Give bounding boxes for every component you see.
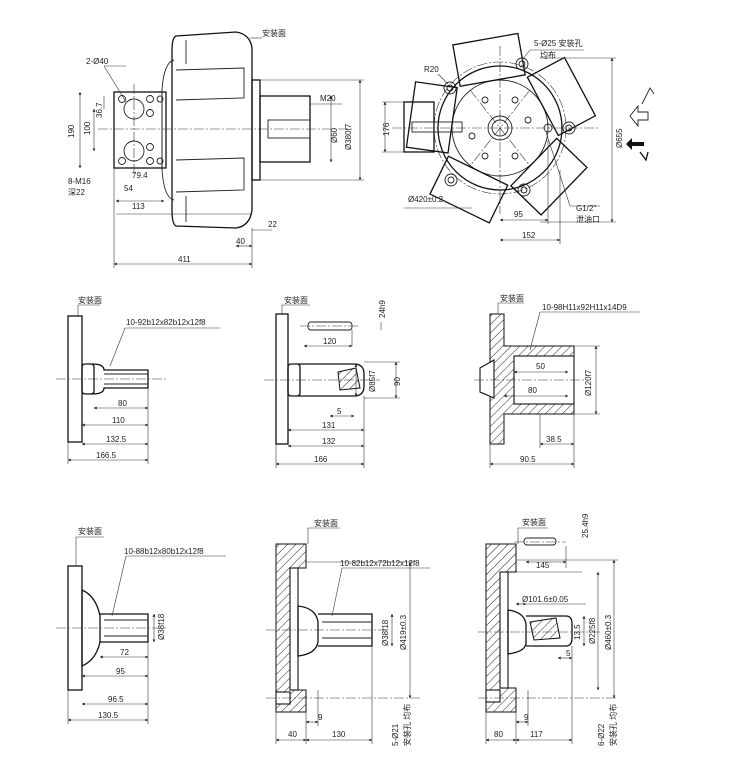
g12-label: G1/2" — [576, 204, 596, 213]
mount-face-label: 安装面 — [314, 518, 338, 528]
holes-label: 安装孔 均布 — [402, 704, 412, 746]
dim-90: 90 — [393, 377, 402, 386]
depth-label: 深22 — [68, 188, 85, 197]
dim-d420: Ø420±0.2 — [408, 195, 444, 204]
dim-54: 54 — [124, 184, 133, 193]
dim-5: 5 — [337, 407, 342, 416]
mount-face-label: 安装面 — [522, 517, 546, 527]
dim-38-5: 38.5 — [546, 435, 562, 444]
dim-d101-6: Ø101.6±0.05 — [522, 595, 569, 604]
dim-24h9: 24h9 — [378, 300, 387, 318]
dim-d120: Ø120f7 — [584, 369, 593, 396]
mount-face-label: 安装面 — [78, 526, 102, 536]
dim-d655: Ø655 — [615, 128, 624, 148]
dim-m20: M20 — [320, 94, 336, 103]
mount-face-label: 安装面 — [262, 28, 286, 38]
dim-5: 5 — [566, 649, 571, 658]
drain-label: 泄油口 — [576, 214, 600, 224]
dim-90-5: 90.5 — [520, 455, 536, 464]
dim-40: 40 — [288, 730, 297, 739]
side-view: 安装面 2-Ø40 8-M16 深22 190 100 36.7 79.4 54… — [67, 28, 364, 268]
mount-face-label: 安装面 — [78, 295, 102, 305]
dim-190: 190 — [67, 124, 76, 138]
shaft-view-2: 安装面 24h9 120 Ø85f7 90 5 131 132 166 — [264, 295, 402, 468]
dim-132: 132 — [322, 437, 336, 446]
r20-label: R20 — [424, 65, 439, 74]
spline-label: 10-98H11x92H11x14D9 — [542, 303, 627, 312]
dim-50: 50 — [536, 362, 545, 371]
dim-95: 95 — [514, 210, 523, 219]
holes-label: 安装孔 均布 — [608, 704, 618, 746]
dim-100: 100 — [83, 121, 92, 135]
dim-9: 9 — [318, 713, 323, 722]
dim-80: 80 — [528, 386, 537, 395]
dim-5-d21: 5-Ø21 — [391, 723, 400, 746]
dim-152: 152 — [522, 231, 536, 240]
flange-section-view: 安装面 10-82b12x72b12x12f8 Ø38f18 Ø419±0.3 … — [266, 518, 430, 746]
dim-9: 9 — [524, 713, 529, 722]
dim-411: 411 — [178, 255, 191, 264]
dim-d60: Ø60 — [330, 127, 339, 143]
thread-8m16-label: 8-M16 — [68, 177, 91, 186]
dim-80: 80 — [118, 399, 127, 408]
dim-131: 131 — [322, 421, 336, 430]
dim-120: 120 — [323, 337, 337, 346]
dim-25-4: 25.4h9 — [581, 513, 590, 538]
keyed-flange-section-view: 安装面 25.4h9 145 Ø101.6±0.05 13.5 Ø225f8 Ø… — [478, 513, 618, 746]
spline-label: 10-82b12x72b12x12f8 — [340, 559, 420, 568]
dim-d460: Ø460±0.3 — [604, 614, 613, 650]
dim-22: 22 — [268, 220, 277, 229]
dim-96-5: 96.5 — [108, 695, 124, 704]
dim-130: 130 — [332, 730, 346, 739]
dim-130-5: 130.5 — [98, 711, 119, 720]
dim-72: 72 — [120, 648, 129, 657]
dim-95: 95 — [116, 667, 125, 676]
dim-79-4: 79.4 — [132, 171, 148, 180]
spline-label: 10-88b12x80b12x12f8 — [124, 547, 204, 556]
dim-166-5: 166.5 — [96, 451, 117, 460]
dim-d225: Ø225f8 — [588, 617, 597, 644]
dim-80: 80 — [494, 730, 503, 739]
shaft-view-3: 安装面 10-88b12x80b12x12f8 Ø38f18 72 95 96.… — [56, 526, 226, 724]
dim-6-d22: 6-Ø22 — [597, 723, 606, 746]
even-label: 均布 — [540, 50, 556, 60]
spline-label: 10-92b12x82b12x12f8 — [126, 318, 206, 327]
dim-145: 145 — [536, 561, 550, 570]
dim-117: 117 — [530, 730, 543, 739]
dim-132-5: 132.5 — [106, 435, 127, 444]
dim-d419: Ø419±0.3 — [399, 614, 408, 650]
shaft-view-1: 安装面 10-92b12x82b12x12f8 80 110 132.5 166… — [56, 295, 220, 464]
mount-holes-label: 5-Ø25 安装孔 — [534, 38, 582, 48]
dim-d380: Ø380f7 — [344, 123, 353, 150]
dim-166: 166 — [314, 455, 328, 464]
dim-176: 176 — [382, 122, 391, 136]
dim-110: 110 — [112, 416, 125, 425]
mount-face-label: 安装面 — [500, 293, 524, 303]
dim-d38: Ø38f18 — [381, 619, 390, 646]
hollow-shaft-view: 安装面 10-98H11x92H11x14D9 50 80 Ø120f7 38.… — [474, 293, 640, 468]
front-view: 5-Ø25 安装孔 均布 R20 176 Ø655 Ø420±0.2 95 15… — [382, 32, 655, 244]
dim-40: 40 — [236, 237, 245, 246]
dim-113: 113 — [132, 202, 145, 211]
holes-2d40-label: 2-Ø40 — [86, 57, 109, 66]
dim-36-7: 36.7 — [95, 102, 104, 118]
dim-d85: Ø85f7 — [368, 370, 377, 392]
rotation-arrows-icon — [626, 87, 655, 162]
dim-13-5: 13.5 — [573, 624, 582, 640]
mount-face-label: 安装面 — [284, 295, 308, 305]
dim-d38: Ø38f18 — [157, 613, 166, 640]
